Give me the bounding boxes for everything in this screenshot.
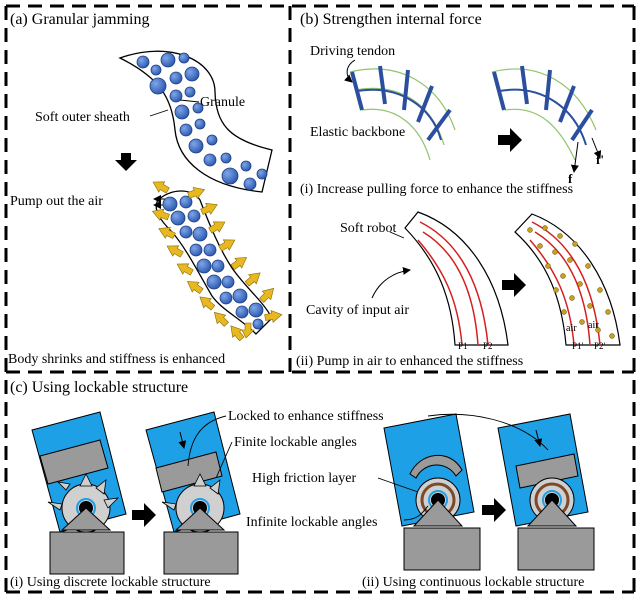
air-pressure-arrows [151,181,283,342]
label-p2: P2 [483,341,493,351]
label-finite: Finite lockable angles [234,435,357,450]
caption-c-ii: (ii) Using continuous lockable structure [362,575,584,590]
panel-dividers [4,4,636,594]
label-air-2: air [588,320,599,331]
caption-b-i: (i) Increase pulling force to enhance th… [300,182,573,197]
granules-jammed [162,195,264,330]
discrete-structure-2 [145,411,241,575]
arrow-right-c1 [132,503,156,527]
panel-a: (a) Granular jamming Granule Soft outer … [8,11,283,367]
caption-a: Body shrinks and stiffness is enhanced [8,352,225,367]
label-sheath: Soft outer sheath [35,110,130,125]
label-pump: Pump out the air [10,194,103,209]
caption-c-i: (i) Using discrete lockable structure [10,575,211,590]
label-backbone: Elastic backbone [310,125,405,140]
panel-a-title: (a) Granular jamming [10,11,150,28]
arrow-down-a [115,153,137,171]
label-granule: Granule [200,95,245,110]
caption-b-ii: (ii) Pump in air to enhanced the stiffne… [296,354,523,369]
label-tendon: Driving tendon [310,44,395,59]
soft-robot-2 [514,213,621,346]
label-friction: High friction layer [252,471,357,486]
label-infinite: Infinite lockable angles [246,515,377,530]
panel-b-title: (b) Strengthen internal force [300,11,482,28]
discrete-structure-1 [31,411,127,575]
label-fprime: f' [596,152,604,167]
label-p1p: P1' [572,341,584,351]
continuous-structure-2 [497,413,595,571]
panel-b: (b) Strengthen internal force Driving te… [296,11,621,369]
granules-top [136,52,268,191]
arrow-right-b1 [498,128,522,152]
soft-robot-1 [404,211,509,346]
label-air-1: air [566,323,577,334]
sheath-top [118,50,273,193]
label-soft-robot: Soft robot [340,221,397,236]
arrow-right-c2 [482,498,506,522]
label-locked: Locked to enhance stiffness [228,409,384,424]
tendon-robot-1 [349,65,456,161]
panel-c-title: (c) Using lockable structure [10,379,188,396]
panel-c: (c) Using lockable structure [10,379,595,590]
label-f: f [568,171,573,186]
label-cavity: Cavity of input air [306,303,409,318]
arrow-right-b2 [502,273,526,297]
continuous-structure-1 [383,413,481,571]
label-p1: P1 [458,341,468,351]
label-p2p: P2' [594,341,606,351]
tendon-robot-2 [491,65,602,173]
